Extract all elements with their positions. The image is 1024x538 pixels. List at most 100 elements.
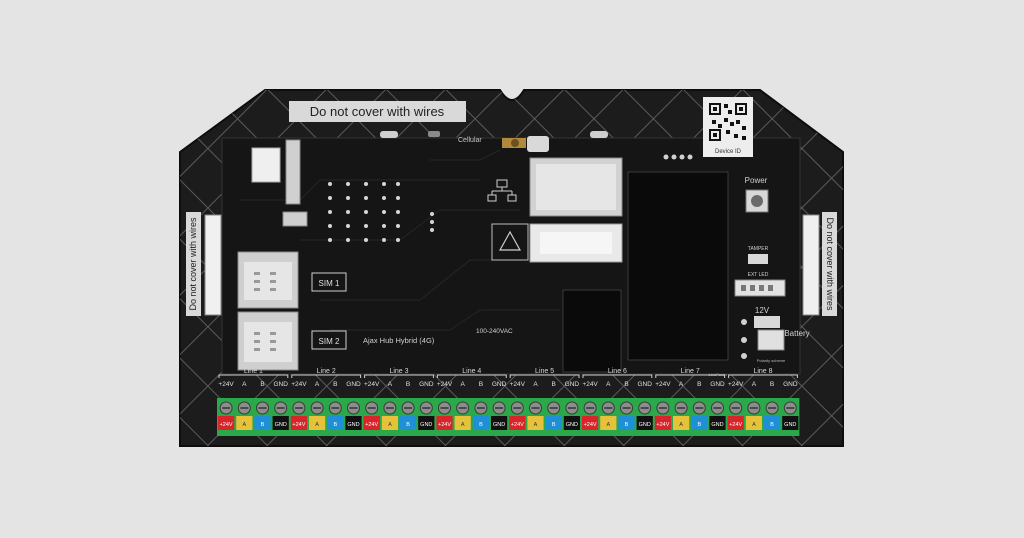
pin-tag-label: +24V	[511, 422, 524, 428]
pin-tag-label: +24V	[220, 422, 233, 428]
line-title: Line 1	[244, 368, 263, 375]
pin-color-tag	[527, 416, 544, 430]
pin-top-label: GND	[710, 381, 725, 388]
pin-top-label: A	[461, 381, 466, 388]
pin-tag-label: A	[388, 422, 392, 428]
right-mount-slot	[802, 214, 820, 316]
pin-top-label: +24V	[728, 381, 744, 388]
pin-top-label: B	[552, 381, 556, 388]
pin-top-label: +24V	[655, 381, 671, 388]
pin-top-label: A	[533, 381, 538, 388]
pin-top-label: GND	[273, 381, 288, 388]
pin-tag-label: GND	[493, 422, 505, 428]
line-bracket	[218, 374, 289, 378]
power-label: Power	[745, 176, 768, 185]
line-bracket	[655, 374, 726, 378]
pin-tag-label: +24V	[292, 422, 305, 428]
top-warning-sticker	[289, 101, 466, 122]
mains-label: 100-240VAC	[476, 328, 513, 335]
pin-tag-label: +24V	[365, 422, 378, 428]
pin-tag-label: +24V	[584, 422, 597, 428]
pin-tag-label: GND	[566, 422, 578, 428]
line-bracket	[728, 374, 798, 378]
pin-top-label: B	[333, 381, 337, 388]
card-slot	[251, 147, 281, 183]
pin-color-tag	[582, 416, 599, 430]
line-bracket	[436, 374, 507, 378]
pin-top-label: A	[388, 381, 393, 388]
left-warning-text: Do not cover with wires	[188, 217, 198, 311]
left-warning-sticker	[186, 212, 201, 316]
sim2-box	[311, 330, 347, 350]
pin-color-tag	[491, 416, 508, 430]
pin-top-label: GND	[346, 381, 361, 388]
pin-color-tag	[636, 416, 653, 430]
line-bracket	[582, 374, 653, 378]
line-title: Line 5	[535, 368, 554, 375]
polarity-label: Polarity scheme	[757, 358, 786, 363]
pin-color-tag	[509, 416, 526, 430]
line-bracket	[291, 374, 362, 378]
antenna-connector	[502, 136, 549, 152]
left-mount-slot	[204, 214, 222, 316]
line-title: Line 6	[608, 368, 627, 375]
sim2-label: SIM 2	[319, 337, 340, 346]
pin-top-label: +24V	[437, 381, 453, 388]
pin-color-tag	[673, 416, 690, 430]
pin-color-tag	[545, 416, 562, 430]
led-pad-3	[590, 131, 608, 138]
tamper-switch	[748, 254, 768, 264]
cellular-label: Cellular	[458, 137, 482, 144]
pin-top-label: GND	[492, 381, 507, 388]
pin-color-tag	[454, 416, 471, 430]
pin-top-label: B	[697, 381, 701, 388]
device-id-label: Device ID	[715, 149, 742, 155]
pin-top-label: B	[770, 381, 774, 388]
pin-color-tag	[727, 416, 744, 430]
v12-label: 12V	[755, 306, 770, 315]
pin-color-tag	[709, 416, 726, 430]
line-title: Line 2	[317, 368, 336, 375]
battery-label: Battery	[784, 329, 809, 338]
pin-top-label: A	[242, 381, 247, 388]
pin-tag-label: +24V	[729, 422, 742, 428]
battery-connector	[757, 329, 785, 351]
pin-color-tag	[236, 416, 253, 430]
pin-top-label: GND	[419, 381, 434, 388]
pin-tag-label: A	[679, 422, 683, 428]
right-warning-sticker	[822, 212, 837, 316]
right-warning-text: Do not cover with wires	[825, 217, 835, 311]
line-bracket	[509, 374, 580, 378]
pin-tag-label: GND	[784, 422, 796, 428]
line-bracket	[364, 374, 434, 378]
ethernet-icon	[487, 179, 517, 202]
pin-top-label: A	[679, 381, 684, 388]
sim1-box	[311, 272, 347, 292]
transformer	[562, 289, 622, 373]
pin-color-tag	[782, 416, 799, 430]
pin-color-tag	[290, 416, 307, 430]
pin-tag-label: B	[261, 422, 265, 428]
pin-tag-label: A	[315, 422, 319, 428]
pin-color-tag	[345, 416, 362, 430]
pin-color-tag	[418, 416, 435, 430]
pin-tag-label: B	[552, 422, 556, 428]
small-chip	[282, 211, 308, 227]
pin-tag-label: B	[770, 422, 774, 428]
pin-color-tag	[472, 416, 489, 430]
pin-color-tag	[218, 416, 235, 430]
pin-tag-label: A	[534, 422, 538, 428]
pin-top-label: +24V	[510, 381, 526, 388]
pin-top-label: A	[752, 381, 757, 388]
pin-tag-label: B	[625, 422, 629, 428]
pin-top-label: +24V	[364, 381, 380, 388]
line-title: Line 7	[681, 368, 700, 375]
pin-tag-label: B	[406, 422, 410, 428]
pin-tag-label: GND	[347, 422, 359, 428]
pin-color-tag	[764, 416, 781, 430]
pin-tag-label: A	[752, 422, 756, 428]
pin-color-tag	[381, 416, 398, 430]
qr-code	[709, 103, 747, 141]
